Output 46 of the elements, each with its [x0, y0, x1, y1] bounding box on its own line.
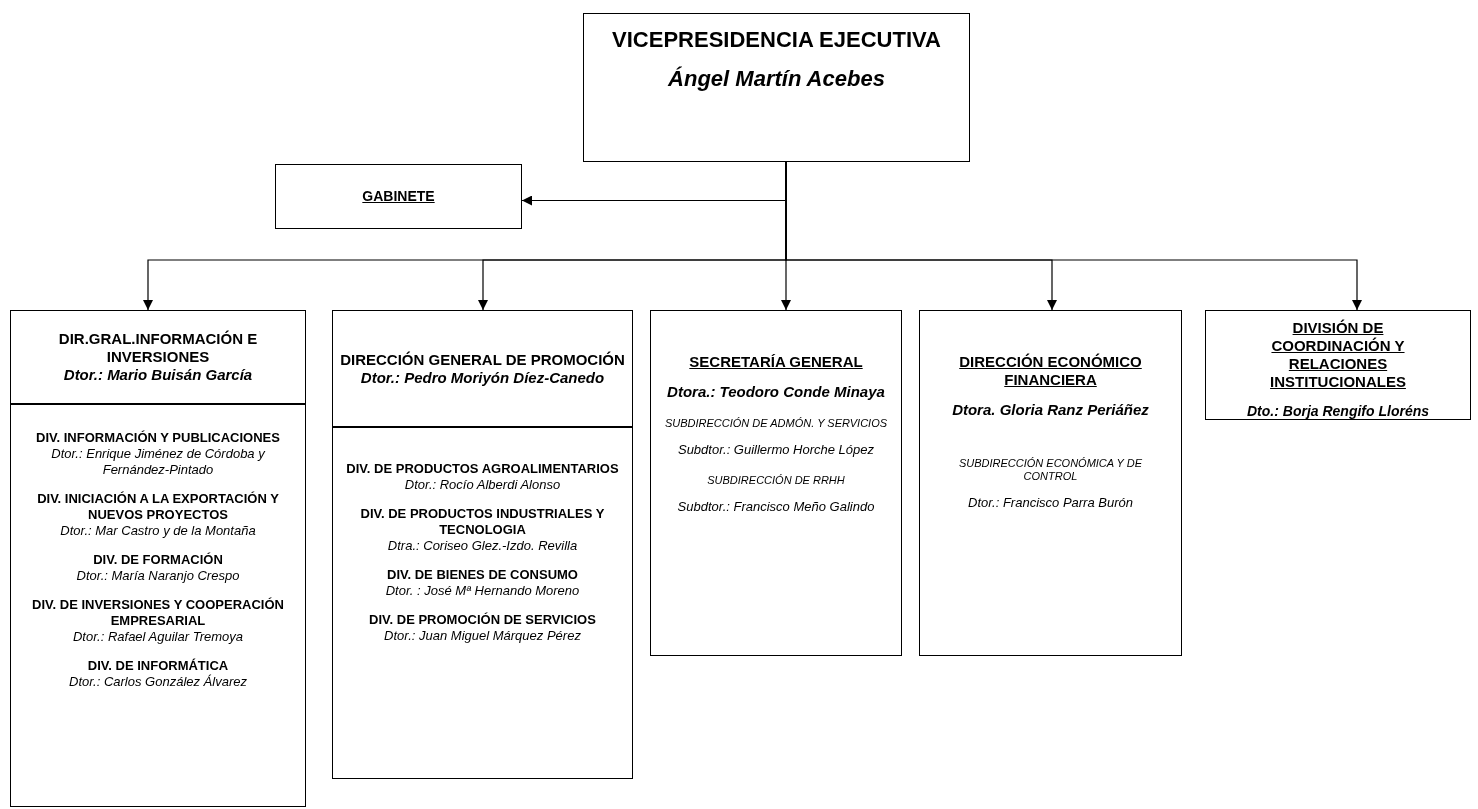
org-unit-box: [332, 427, 633, 779]
division-title: DIV. DE PRODUCTOS AGROALIMENTARIOS: [345, 461, 620, 477]
division-title: DIV. DE INFORMÁTICA: [86, 658, 230, 674]
director-name: Dtora. Gloria Ranz Periáñez: [951, 401, 1150, 419]
org-unit-box: [650, 310, 902, 656]
director-name: Dtor.: Mar Castro y de la Montaña: [59, 523, 257, 539]
director-name: Dtor.: Rafael Aguilar Tremoya: [72, 629, 244, 645]
unit-title: SECRETARÍA GENERAL: [688, 353, 864, 371]
director-name: Dto.: Borja Rengifo Lloréns: [1247, 403, 1429, 420]
unit-title: GABINETE: [362, 187, 435, 206]
unit-title: DIRECCIÓN ECONÓMICO FINANCIERA: [958, 353, 1143, 389]
subdivision-title: SUBDIRECCIÓN DE ADMÓN. Y SERVICIOS: [663, 417, 889, 430]
director-name: Dtor.: Juan Miguel Márquez Pérez: [383, 628, 582, 644]
division-title: DIV. DE FORMACIÓN: [92, 552, 224, 568]
unit-title: DIVISIÓN DE COORDINACIÓN Y RELACIONES INSTITUCIONALES: [1269, 319, 1407, 391]
org-unit-box: [1205, 310, 1471, 420]
subdivision-title: SUBDIRECCIÓN DE RRHH: [706, 474, 846, 487]
org-unit-box: [583, 13, 970, 162]
division-title: DIV. DE PRODUCTOS INDUSTRIALES Y TECNOLOGIA: [359, 506, 606, 538]
subdirector-name: Dtor.: Francisco Parra Burón: [967, 495, 1134, 511]
division-title: DIV. DE PROMOCIÓN DE SERVICIOS: [368, 612, 597, 628]
org-unit-box: [10, 310, 306, 404]
director-name: Dtor.: Enrique Jiménez de Córdoba y Fernández-Pintado: [50, 446, 266, 478]
director-name: Dtor.: Carlos González Álvarez: [68, 674, 248, 690]
org-unit-box: [919, 310, 1182, 656]
unit-title: VICEPRESIDENCIA EJECUTIVA: [611, 26, 942, 53]
subdirector-name: Subdtor.: Guillermo Horche López: [676, 442, 876, 458]
org-unit-box: [10, 404, 306, 807]
director-name: Dtor.: Pedro Moriyón Díez-Canedo: [359, 368, 606, 387]
director-name: Dtra.: Coriseo Glez.-Izdo. Revilla: [386, 538, 579, 554]
director-name: Dtora.: Teodoro Conde Minaya: [666, 383, 886, 401]
unit-title: DIR.GRAL.INFORMACIÓN E INVERSIONES: [57, 330, 259, 366]
director-name: Dtor.: María Naranjo Crespo: [75, 568, 241, 584]
division-title: DIV. DE INVERSIONES Y COOPERACIÓN EMPRESARIAL: [31, 597, 285, 629]
director-name: Dtor.: Rocío Alberdi Alonso: [403, 477, 562, 493]
director-name: Dtor. : José Mª Hernando Moreno: [384, 583, 581, 599]
division-title: DIV. DE BIENES DE CONSUMO: [386, 567, 579, 583]
subdirector-name: Subdtor.: Francisco Meño Galindo: [676, 499, 876, 515]
unit-title: DIRECCIÓN GENERAL DE PROMOCIÓN: [340, 350, 625, 369]
org-unit-box: [332, 310, 633, 427]
division-title: DIV. INICIACIÓN A LA EXPORTACIÓN Y NUEVOS PROYECTOS: [36, 491, 280, 523]
division-title: DIV. INFORMACIÓN Y PUBLICACIONES: [35, 430, 281, 446]
director-name: Dtor.: Mario Buisán García: [62, 366, 254, 384]
org-unit-box: [275, 164, 522, 229]
subdivision-title: SUBDIRECCIÓN ECONÓMICA Y DE CONTROL: [957, 457, 1144, 483]
director-name: Ángel Martín Acebes: [668, 65, 885, 92]
